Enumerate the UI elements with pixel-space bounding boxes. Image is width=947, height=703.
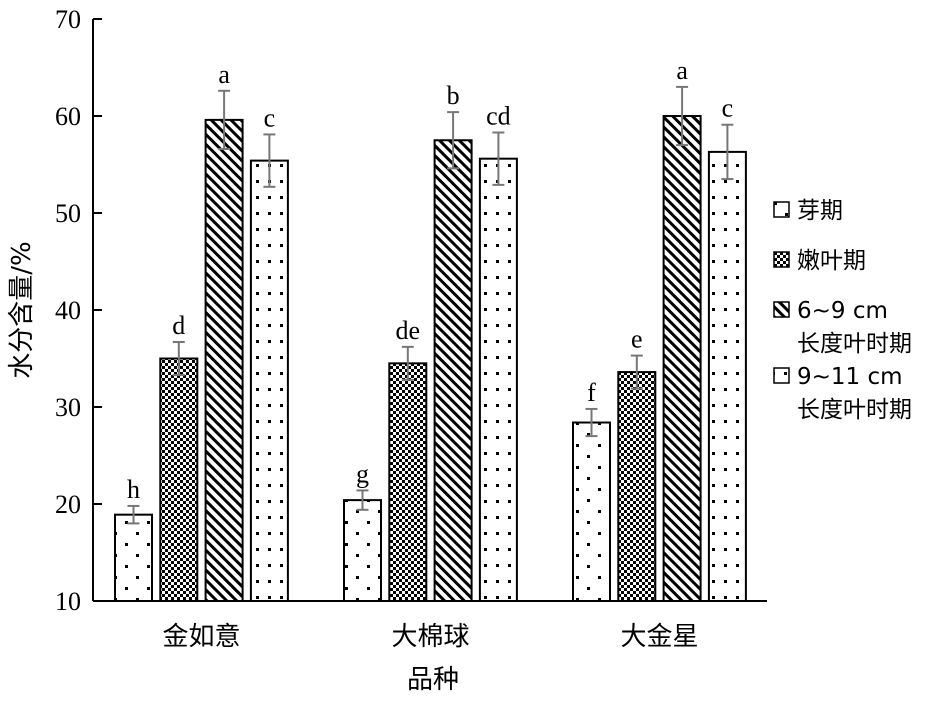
- error-bar: [127, 504, 140, 525]
- legend-swatch: [773, 201, 790, 218]
- significance-label: c: [722, 94, 734, 123]
- category-label: 大棉球: [391, 622, 469, 652]
- error-bar: [356, 489, 369, 511]
- error-bars: [127, 85, 734, 525]
- bar: [478, 157, 518, 602]
- legend-label: 嫩叶期: [797, 248, 866, 274]
- bar: [159, 357, 199, 602]
- significance-label: d: [172, 311, 185, 340]
- error-bar: [401, 345, 414, 381]
- legend-swatch: [773, 367, 790, 384]
- bar: [114, 513, 153, 602]
- legend-item: 9~11 cm 长度叶时期: [773, 364, 912, 423]
- significance-label: c: [264, 103, 276, 132]
- bar: [707, 150, 747, 602]
- legend-label: 芽期: [797, 198, 843, 224]
- y-tick-label: 10: [55, 587, 81, 616]
- bar: [662, 115, 702, 602]
- legend-swatch: [773, 301, 790, 318]
- legend-item: 嫩叶期: [773, 248, 866, 274]
- error-bar: [585, 407, 598, 438]
- y-tick-label: 30: [55, 393, 81, 422]
- error-bar: [676, 85, 689, 147]
- significance-label: e: [631, 325, 643, 354]
- legend-label: 长度叶时期: [797, 331, 912, 357]
- legend-label: 9~11 cm: [797, 364, 903, 390]
- bar: [388, 362, 428, 602]
- bars: [114, 115, 747, 602]
- error-bar: [492, 131, 505, 186]
- category-label: 大金星: [620, 622, 698, 652]
- legend-label: 6~9 cm: [797, 298, 888, 324]
- significance-label: g: [356, 459, 369, 488]
- bar: [343, 499, 382, 602]
- error-bar: [218, 89, 231, 150]
- bar: [617, 371, 657, 602]
- significance-labels: h d a c g de bcd f e a c: [127, 56, 733, 504]
- bar: [433, 139, 473, 602]
- error-bar: [447, 111, 460, 170]
- legend-item: 芽期: [773, 198, 843, 224]
- bar: [249, 159, 289, 602]
- y-tick-label: 40: [55, 296, 81, 325]
- significance-label: f: [587, 378, 596, 407]
- significance-label: cd: [486, 101, 511, 130]
- significance-label: de: [396, 316, 421, 345]
- category-labels: 金如意 大棉球 大金星: [162, 622, 698, 652]
- bar: [572, 421, 611, 602]
- legend-swatch: [773, 251, 790, 268]
- bar: [204, 118, 244, 602]
- legend-item: 6~9 cm 长度叶时期: [773, 298, 912, 357]
- error-bar: [630, 354, 643, 390]
- y-tick-label: 50: [55, 199, 81, 228]
- x-axis-title: 品种: [407, 665, 459, 695]
- error-bar: [172, 341, 185, 376]
- y-ticks: 10 20 30 40 50 60 70: [55, 5, 102, 616]
- significance-label: a: [676, 56, 688, 85]
- category-label: 金如意: [162, 622, 240, 652]
- legend-label: 长度叶时期: [797, 397, 912, 423]
- significance-label: h: [127, 475, 140, 504]
- significance-label: b: [447, 81, 460, 110]
- error-bar: [263, 133, 276, 188]
- error-bar: [721, 123, 734, 181]
- y-axis-title: 水分含量/%: [7, 241, 37, 378]
- y-tick-label: 20: [55, 490, 81, 519]
- y-tick-label: 70: [55, 5, 81, 34]
- y-tick-label: 60: [55, 102, 81, 131]
- significance-label: a: [218, 60, 230, 89]
